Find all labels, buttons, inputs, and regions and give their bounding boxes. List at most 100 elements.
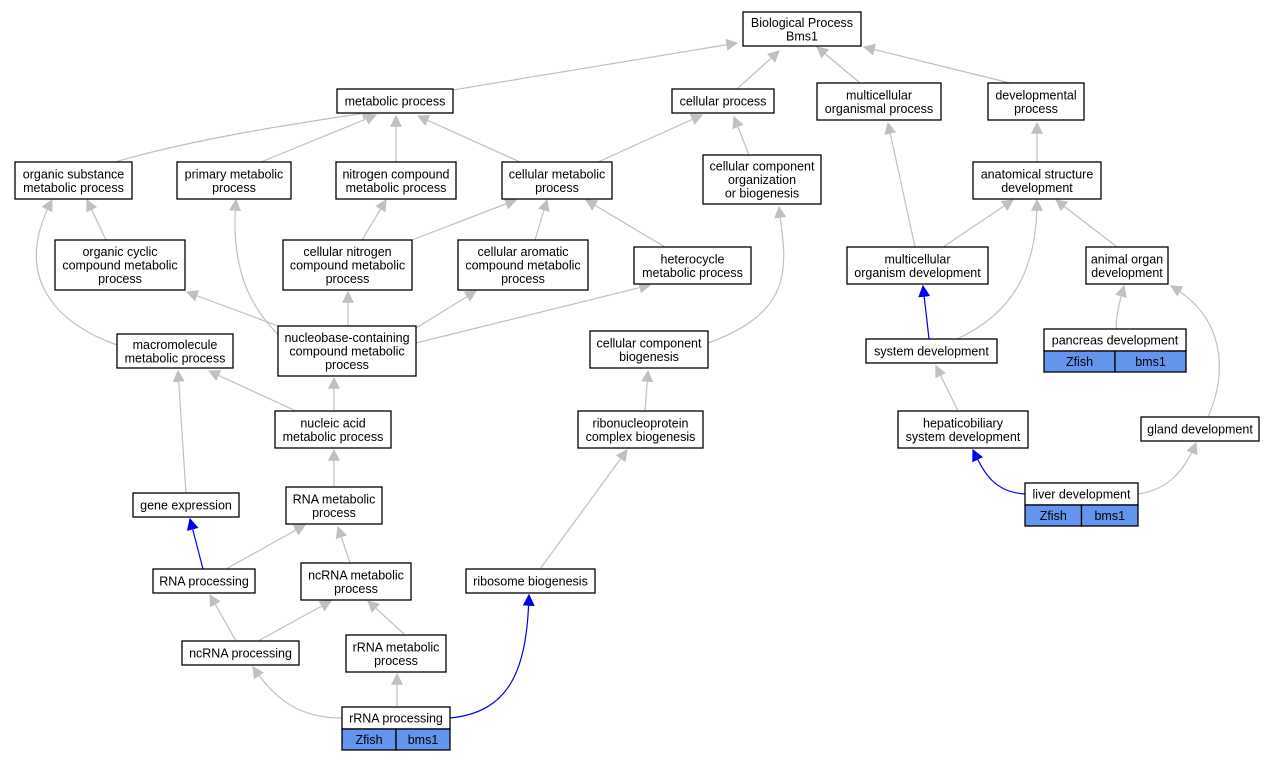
edge-line <box>209 593 237 642</box>
species-label: Zfish <box>1066 355 1093 369</box>
node-label-line: gland development <box>1147 423 1253 437</box>
node-box <box>14 161 133 200</box>
node-label-line: organismal process <box>825 102 933 116</box>
node-label-line: process <box>334 582 378 596</box>
node-label-line: metabolic process <box>283 430 384 444</box>
node-rrna-processing[interactable]: rRNA processing <box>341 706 451 730</box>
node-label-line: development <box>1001 181 1073 195</box>
node-label-line: hepaticobiliary <box>923 416 1004 430</box>
edge-line <box>172 369 187 494</box>
node-rna-processing[interactable]: RNA processing <box>152 568 256 594</box>
node-box <box>865 338 998 364</box>
node-gene-expression[interactable]: gene expression <box>132 492 240 518</box>
node-label-line: nucleobase-containing <box>284 331 409 345</box>
node-pancreas[interactable]: pancreas development <box>1043 328 1187 352</box>
node-ribosome-biogenesis[interactable]: ribosome biogenesis <box>465 568 596 594</box>
node-label-line: metabolic process <box>125 351 226 365</box>
node-box <box>633 246 752 285</box>
edge-cellular-nitrogen-to-nitrogen-compound <box>361 198 387 241</box>
node-liver[interactable]: liver development <box>1024 482 1139 506</box>
edge-line <box>539 449 628 570</box>
node-ncrna-processing[interactable]: ncRNA processing <box>181 640 300 666</box>
node-label-line: metabolic process <box>346 181 447 195</box>
node-label-line: cellular component <box>597 336 702 350</box>
edge-line <box>415 281 652 344</box>
edge-line <box>114 107 375 163</box>
node-label-line: organization <box>728 173 796 187</box>
node-box <box>742 11 862 47</box>
node-label-line: pancreas development <box>1052 334 1179 348</box>
node-system-dev[interactable]: system development <box>865 338 998 364</box>
edge-system-dev-to-multicellular-dev <box>918 284 931 340</box>
edge-line <box>597 113 704 163</box>
node-label-line: nitrogen compound <box>342 167 449 181</box>
edge-line <box>707 205 787 344</box>
species-label: Zfish <box>1040 509 1067 523</box>
node-gland[interactable]: gland development <box>1140 416 1260 442</box>
node-label-line: gene expression <box>140 499 232 513</box>
node-box <box>274 410 392 449</box>
node-label-line: RNA processing <box>159 575 249 589</box>
node-label-line: process <box>98 272 142 286</box>
node-label-line: development <box>1091 266 1163 280</box>
edge-line <box>816 46 861 84</box>
edge-gland-to-animal-organ <box>1169 285 1220 418</box>
node-label-line: nucleic acid <box>300 416 365 430</box>
edge-ncrna-processing-to-rna-processing <box>209 593 237 642</box>
node-label-line: ncRNA processing <box>189 647 292 661</box>
edge-nucleobase-to-organic-cyclic <box>185 290 279 327</box>
node-label-line: process <box>312 506 356 520</box>
edge-ccob-to-cellular <box>732 115 750 156</box>
edge-line <box>335 525 351 564</box>
edge-metabolic-to-root <box>452 38 739 91</box>
node-box <box>277 325 417 377</box>
edge-cellular-to-root <box>736 50 780 90</box>
node-metabolic[interactable]: metabolic process <box>336 88 454 114</box>
node-label-line: metabolic process <box>23 181 124 195</box>
node-label-line: process <box>325 358 369 372</box>
node-label-line: biogenesis <box>619 350 679 364</box>
node-cellular[interactable]: cellular process <box>671 88 775 114</box>
node-box <box>300 562 412 601</box>
edge-line <box>449 593 535 719</box>
node-label-line: metabolic process <box>642 266 743 280</box>
edge-cellular-nitrogen-to-cellular-metabolic <box>411 198 518 241</box>
node-label-line: organic cyclic <box>82 245 157 259</box>
node-box <box>1140 416 1260 442</box>
node-box <box>457 239 589 291</box>
node-label-line: cellular aromatic <box>477 245 568 259</box>
node-box <box>132 492 240 518</box>
node-label-line: organic substance <box>23 167 125 181</box>
node-label-line: complex biogenesis <box>586 430 696 444</box>
node-label-line: ribonucleoprotein <box>593 416 689 430</box>
node-box <box>846 246 989 285</box>
edge-line <box>956 198 1043 340</box>
